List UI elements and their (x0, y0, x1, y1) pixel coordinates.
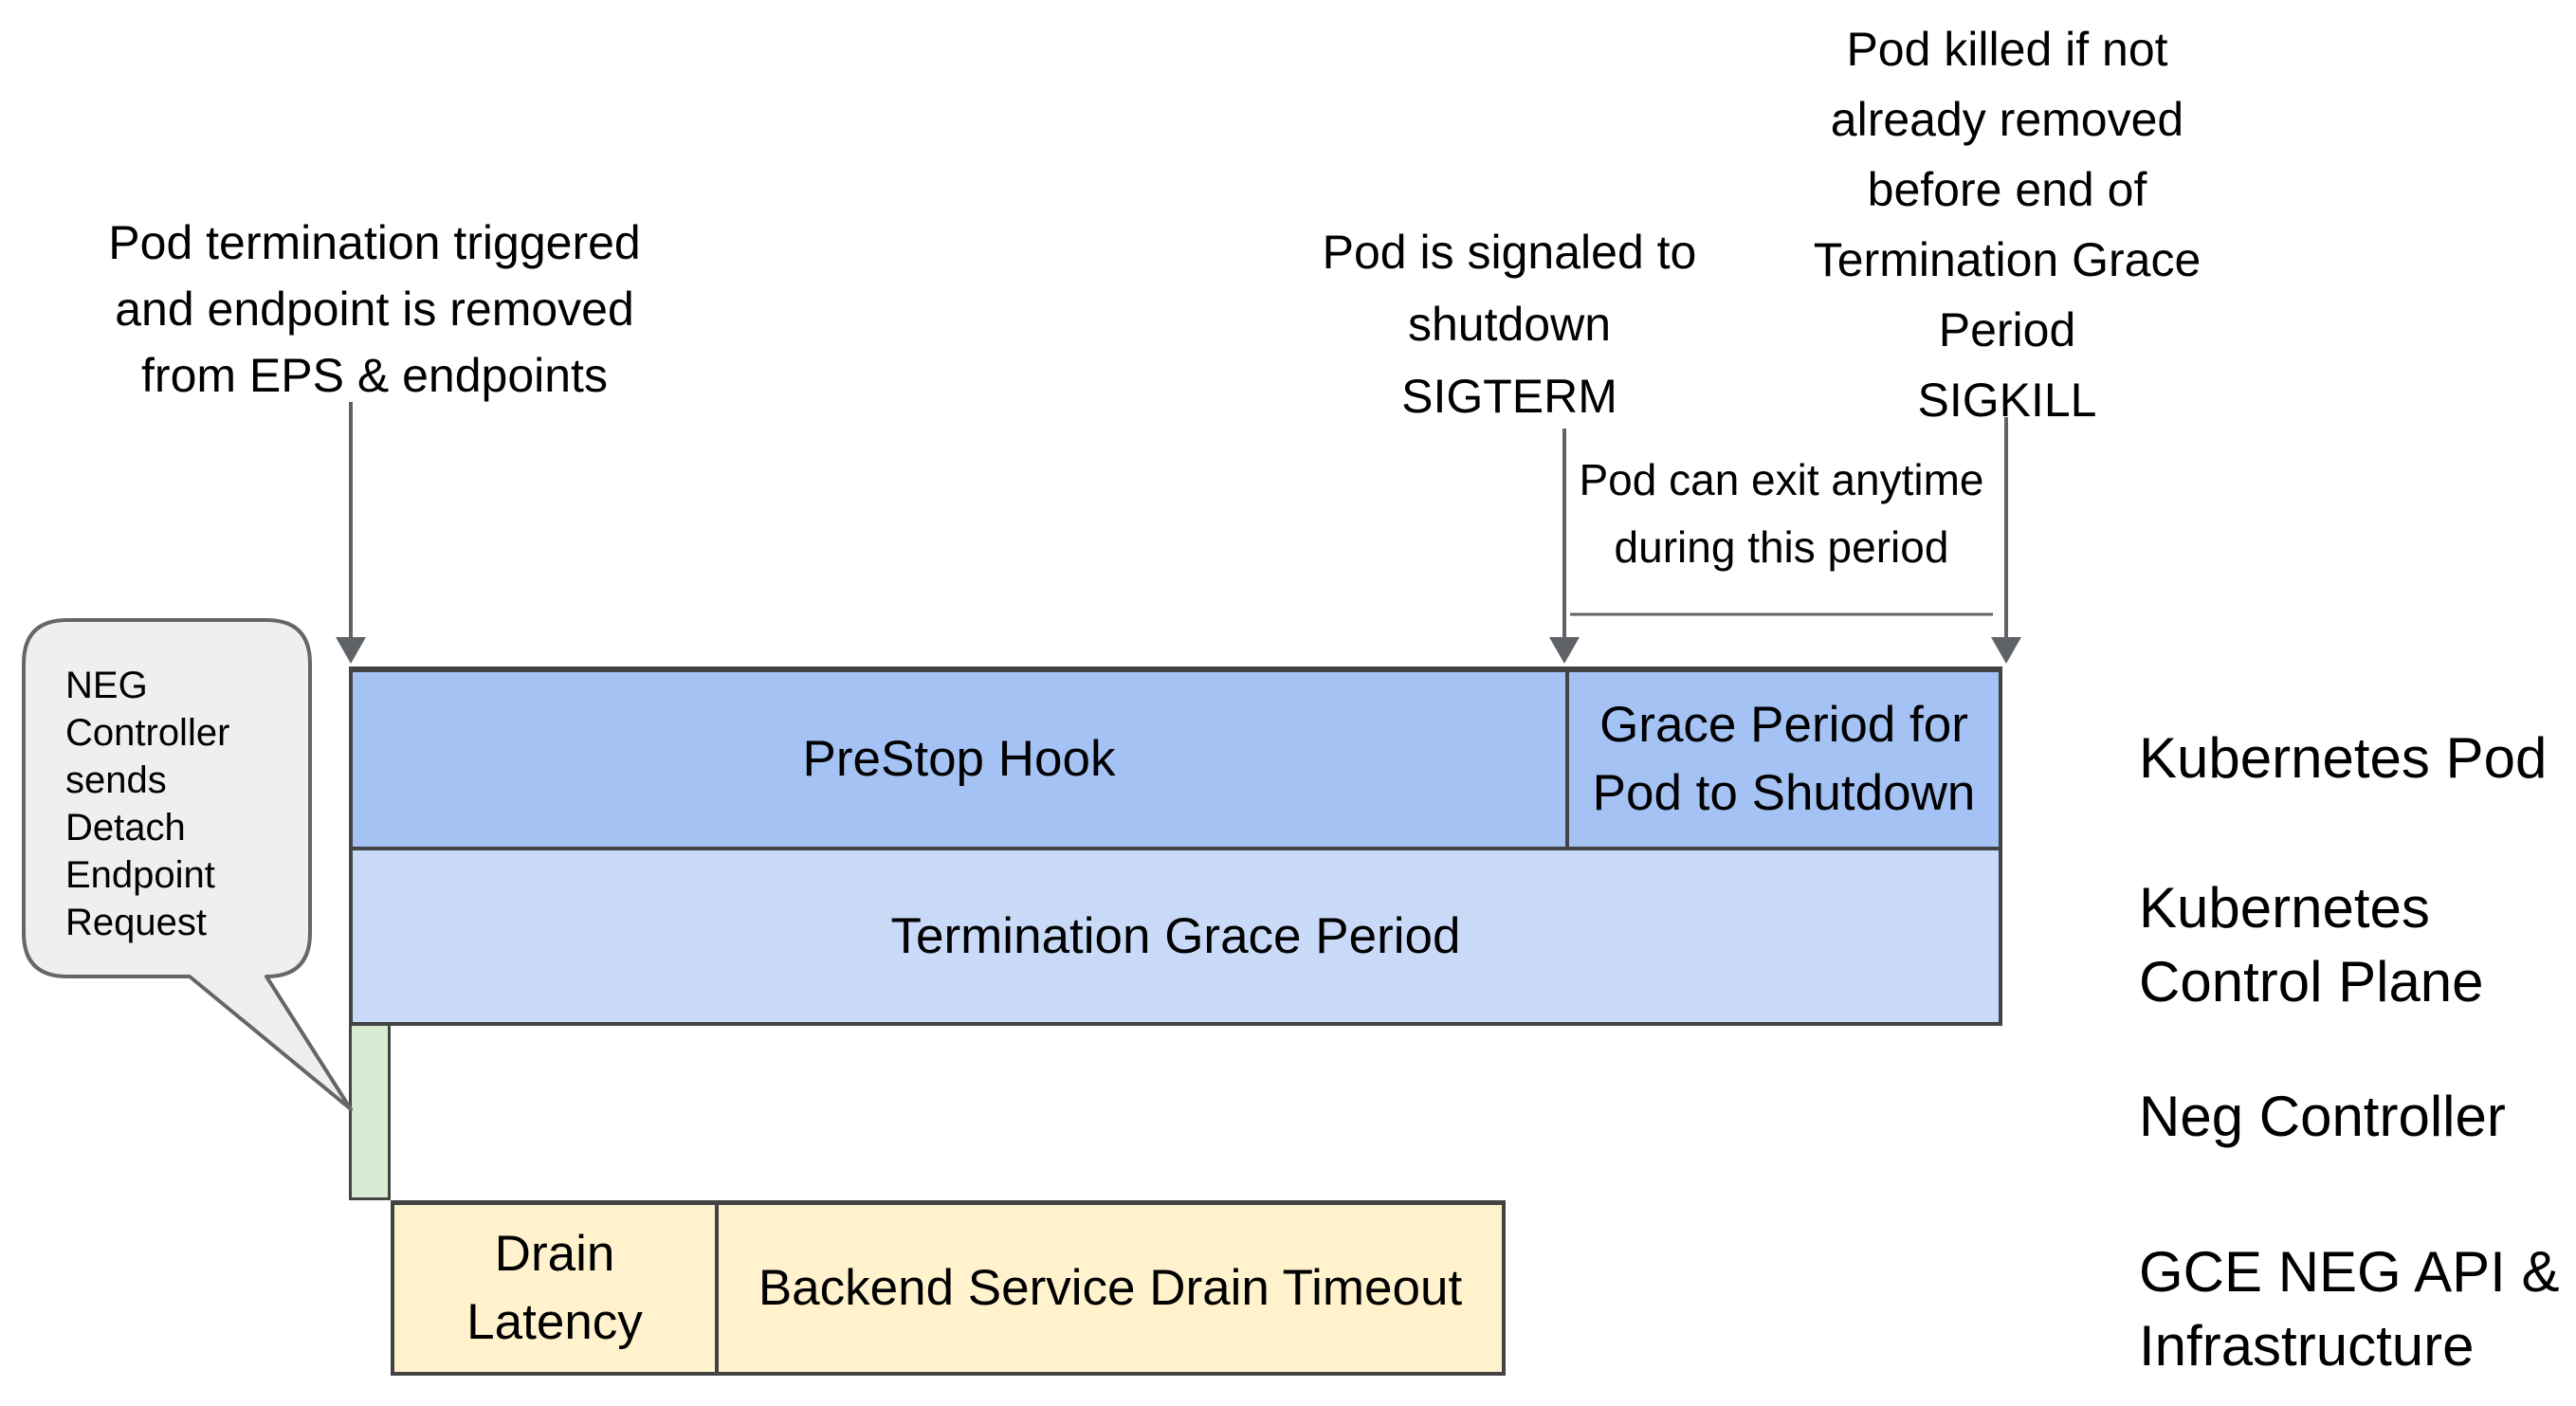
annotation-line: from EPS & endpoints (141, 349, 608, 402)
annotation-pod-termination-triggered: Pod termination triggered and endpoint i… (62, 210, 687, 409)
prestop-hook-label: PreStop Hook (802, 731, 1116, 787)
backend-drain-timeout-label: Backend Service Drain Timeout (758, 1260, 1463, 1316)
annotation-line: during this period (1614, 522, 1949, 572)
lane-label-neg-controller: Neg Controller (2139, 1080, 2506, 1154)
arrowhead-icon (1991, 637, 2021, 664)
gce-neg-bar: Drain Latency Backend Service Drain Time… (391, 1200, 1506, 1376)
arrowhead-icon (336, 637, 366, 664)
termination-grace-period-bar: Termination Grace Period (349, 850, 2002, 1026)
annotation-line: Pod termination triggered (108, 216, 641, 269)
annotation-sigkill: Pod killed if not already removed before… (1770, 14, 2244, 435)
grace-period-label-line: Grace Period for (1599, 697, 1968, 753)
bubble-line: sends (65, 759, 167, 801)
annotation-line: before end of (1867, 163, 2147, 216)
annotation-sigterm: Pod is signaled to shutdown SIGTERM (1272, 216, 1746, 432)
annotation-line: Pod is signaled to (1322, 226, 1697, 279)
segment-divider (715, 1205, 719, 1372)
termination-grace-period-label: Termination Grace Period (890, 907, 1461, 964)
annotation-line: Termination Grace (1813, 233, 2201, 286)
annotation-line: SIGKILL (1917, 374, 2097, 427)
speech-bubble-text: NEG Controller sends Detach Endpoint Req… (65, 662, 302, 946)
annotation-line: and endpoint is removed (115, 283, 634, 336)
prestop-hook-segment: PreStop Hook (353, 672, 1565, 847)
bubble-line: NEG (65, 665, 148, 706)
lane-label-line: Kubernetes Pod (2139, 726, 2548, 790)
drain-latency-label-line: Drain (494, 1226, 615, 1282)
segment-divider (1565, 672, 1569, 847)
annotation-line: SIGTERM (1401, 370, 1617, 423)
grace-period-label-line: Pod to Shutdown (1592, 765, 1976, 821)
termination-grace-period-segment: Termination Grace Period (353, 850, 1999, 1022)
annotation-pod-can-exit: Pod can exit anytime during this period (1561, 447, 2002, 581)
kubernetes-pod-bar: PreStop Hook Grace Period for Pod to Shu… (349, 666, 2002, 850)
neg-controller-bar (349, 1026, 391, 1200)
lane-label-line: Infrastructure (2139, 1314, 2475, 1378)
lane-label-kubernetes-pod: Kubernetes Pod (2139, 721, 2547, 795)
bubble-line: Endpoint (65, 854, 215, 896)
bubble-line: Detach (65, 807, 186, 849)
annotation-line: already removed (1830, 93, 2184, 146)
drain-latency-label-line: Latency (466, 1294, 643, 1350)
drain-latency-segment: Drain Latency (394, 1205, 715, 1372)
grace-period-shutdown-segment: Grace Period for Pod to Shutdown (1569, 672, 1999, 847)
annotation-line: Pod can exit anytime (1579, 455, 1984, 504)
lane-label-line: Neg Controller (2139, 1085, 2506, 1148)
lane-label-line: Kubernetes (2139, 876, 2430, 940)
bubble-line: Controller (65, 712, 230, 754)
arrowhead-icon (1549, 637, 1580, 664)
lane-label-gce-neg-api: GCE NEG API & Infrastructure (2139, 1235, 2559, 1383)
lane-label-line: GCE NEG API & (2139, 1240, 2560, 1304)
backend-drain-timeout-segment: Backend Service Drain Timeout (719, 1205, 1502, 1372)
bubble-line: Request (65, 902, 207, 943)
annotation-line: Pod killed if not (1846, 23, 2168, 76)
annotation-line: Period (1938, 303, 2076, 356)
lane-label-kubernetes-control-plane: Kubernetes Control Plane (2139, 871, 2484, 1019)
annotation-line: shutdown (1407, 298, 1612, 351)
lane-label-line: Control Plane (2139, 950, 2484, 1013)
